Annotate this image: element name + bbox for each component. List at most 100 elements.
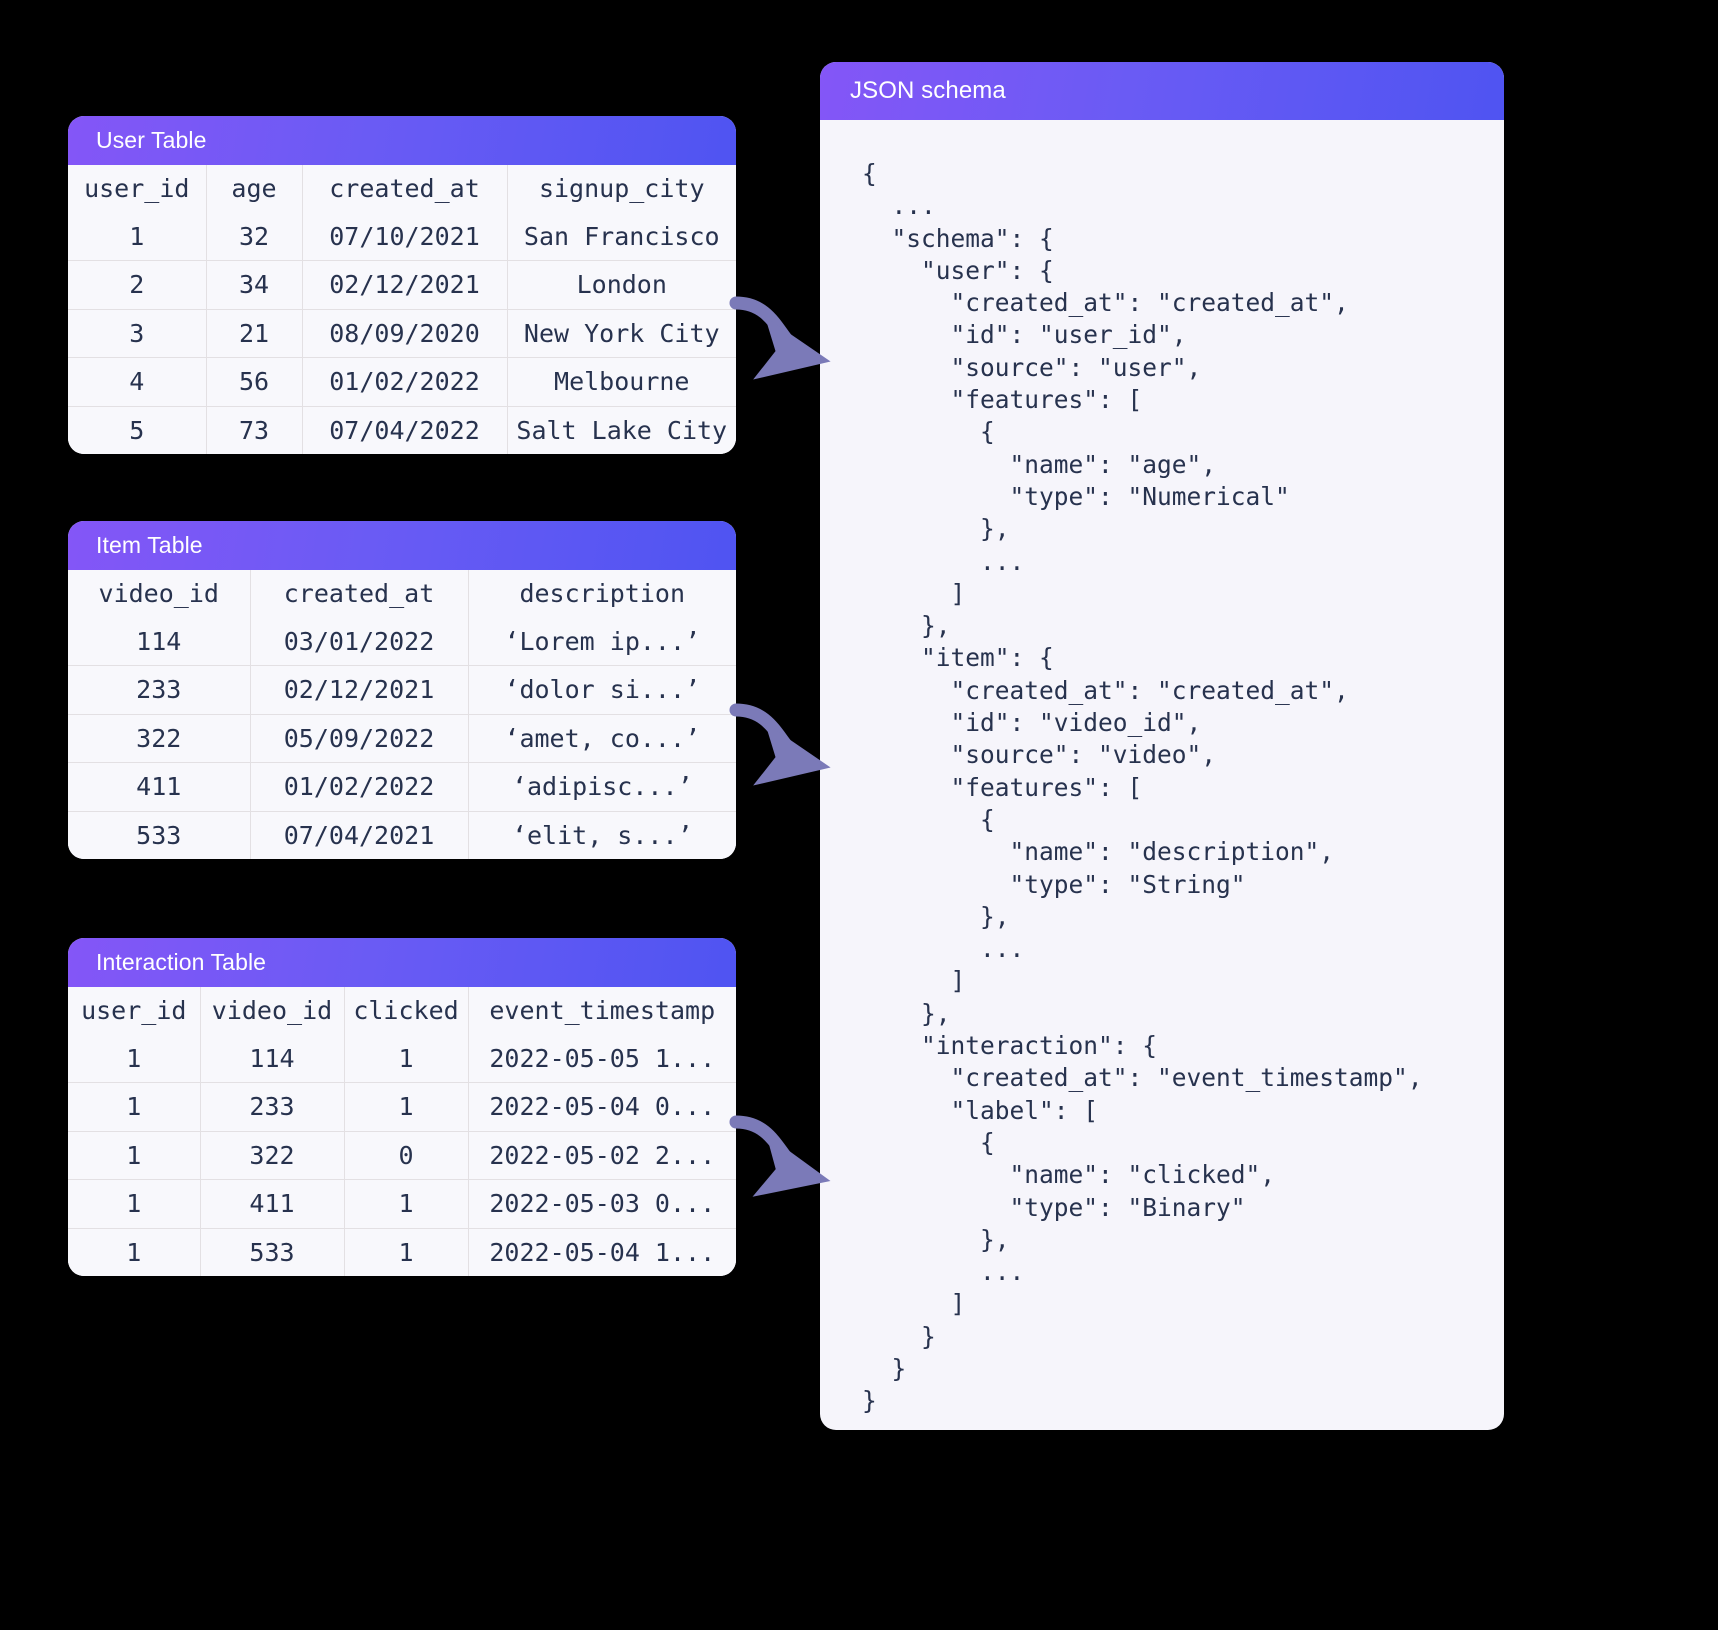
json-schema-card: JSON schema { ... "schema": { "user": { …: [820, 62, 1504, 1430]
column-header-clicked: clicked: [343, 987, 469, 1035]
cell-description: ‘elit, s...’: [467, 811, 736, 859]
interaction-table-card: Interaction Table user_id video_id click…: [68, 938, 736, 1276]
interaction-table: user_id video_id clicked event_timestamp…: [68, 987, 736, 1276]
cell-user-id: 1: [68, 1131, 201, 1180]
cell-user-id: 2: [68, 260, 207, 310]
column-header-description: description: [467, 570, 736, 618]
cell-created-at: 07/04/2022: [301, 406, 508, 454]
cell-signup-city: London: [506, 260, 736, 310]
cell-user-id: 1: [68, 212, 207, 261]
json-schema-code: { ... "schema": { "user": { "created_at"…: [862, 159, 1423, 1416]
cell-video-id: 114: [199, 1034, 345, 1083]
cell-clicked: 1: [343, 1179, 469, 1229]
table-row: 233 02/12/2021 ‘dolor si...’: [68, 665, 736, 715]
cell-created-at: 08/09/2020: [301, 309, 508, 358]
table-header-row: user_id video_id clicked event_timestamp: [68, 987, 736, 1035]
cell-video-id: 233: [68, 665, 251, 715]
cell-user-id: 1: [68, 1228, 201, 1276]
cell-description: ‘dolor si...’: [467, 665, 736, 715]
user-table: user_id age created_at signup_city 1 32 …: [68, 165, 736, 454]
user-table-title: User Table: [96, 127, 207, 153]
cell-video-id: 533: [68, 811, 251, 859]
user-table-card: User Table user_id age created_at signup…: [68, 116, 736, 454]
json-schema-title: JSON schema: [850, 77, 1006, 104]
item-table-card: Item Table video_id created_at descripti…: [68, 521, 736, 859]
cell-signup-city: New York City: [506, 309, 736, 358]
cell-video-id: 233: [199, 1082, 345, 1132]
column-header-user-id: user_id: [68, 165, 207, 213]
cell-created-at: 01/02/2022: [301, 357, 508, 407]
cell-video-id: 322: [199, 1131, 345, 1180]
cell-signup-city: Salt Lake City: [506, 406, 736, 454]
cell-event-timestamp: 2022-05-02 2...: [467, 1131, 736, 1180]
cell-clicked: 1: [343, 1228, 469, 1276]
interaction-table-title: Interaction Table: [96, 949, 267, 975]
cell-created-at: 05/09/2022: [249, 714, 469, 763]
table-row: 1 32 07/10/2021 San Francisco: [68, 212, 736, 261]
item-table: video_id created_at description 114 03/0…: [68, 570, 736, 859]
cell-event-timestamp: 2022-05-03 0...: [467, 1179, 736, 1229]
table-row: 533 07/04/2021 ‘elit, s...’: [68, 811, 736, 859]
column-header-created-at: created_at: [301, 165, 508, 213]
cell-video-id: 533: [199, 1228, 345, 1276]
cell-event-timestamp: 2022-05-04 0...: [467, 1082, 736, 1132]
cell-description: ‘adipisc...’: [467, 762, 736, 812]
cell-created-at: 07/04/2021: [249, 811, 469, 859]
cell-signup-city: San Francisco: [506, 212, 736, 261]
cell-created-at: 02/12/2021: [249, 665, 469, 715]
cell-user-id: 5: [68, 406, 207, 454]
table-row: 1 322 0 2022-05-02 2...: [68, 1131, 736, 1180]
table-row: 322 05/09/2022 ‘amet, co...’: [68, 714, 736, 763]
cell-event-timestamp: 2022-05-05 1...: [467, 1034, 736, 1083]
column-header-signup-city: signup_city: [506, 165, 736, 213]
column-header-created-at: created_at: [249, 570, 469, 618]
cell-user-id: 4: [68, 357, 207, 407]
column-header-video-id: video_id: [199, 987, 345, 1035]
cell-created-at: 02/12/2021: [301, 260, 508, 310]
table-row: 1 233 1 2022-05-04 0...: [68, 1082, 736, 1132]
cell-video-id: 411: [199, 1179, 345, 1229]
cell-user-id: 3: [68, 309, 207, 358]
cell-signup-city: Melbourne: [506, 357, 736, 407]
cell-video-id: 322: [68, 714, 251, 763]
cell-created-at: 03/01/2022: [249, 617, 469, 666]
interaction-table-header: Interaction Table: [68, 938, 736, 987]
table-row: 4 56 01/02/2022 Melbourne: [68, 357, 736, 407]
table-header-row: user_id age created_at signup_city: [68, 165, 736, 213]
cell-user-id: 1: [68, 1034, 201, 1083]
arrow-item-to-schema: [729, 703, 831, 786]
cell-user-id: 1: [68, 1179, 201, 1229]
column-header-user-id: user_id: [68, 987, 201, 1035]
table-header-row: video_id created_at description: [68, 570, 736, 618]
cell-description: ‘amet, co...’: [467, 714, 736, 763]
table-row: 1 411 1 2022-05-03 0...: [68, 1179, 736, 1229]
cell-age: 21: [205, 309, 303, 358]
table-row: 411 01/02/2022 ‘adipisc...’: [68, 762, 736, 812]
table-row: 5 73 07/04/2022 Salt Lake City: [68, 406, 736, 454]
cell-user-id: 1: [68, 1082, 201, 1132]
cell-clicked: 1: [343, 1082, 469, 1132]
cell-age: 32: [205, 212, 303, 261]
table-row: 3 21 08/09/2020 New York City: [68, 309, 736, 358]
cell-video-id: 411: [68, 762, 251, 812]
column-header-age: age: [205, 165, 303, 213]
cell-description: ‘Lorem ip...’: [467, 617, 736, 666]
cell-created-at: 07/10/2021: [301, 212, 508, 261]
cell-age: 73: [205, 406, 303, 454]
cell-event-timestamp: 2022-05-04 1...: [467, 1228, 736, 1276]
cell-created-at: 01/02/2022: [249, 762, 469, 812]
cell-age: 34: [205, 260, 303, 310]
cell-video-id: 114: [68, 617, 251, 666]
column-header-event-timestamp: event_timestamp: [467, 987, 736, 1035]
table-row: 1 533 1 2022-05-04 1...: [68, 1228, 736, 1276]
cell-age: 56: [205, 357, 303, 407]
item-table-title: Item Table: [96, 532, 203, 558]
cell-clicked: 1: [343, 1034, 469, 1083]
cell-clicked: 0: [343, 1131, 469, 1180]
column-header-video-id: video_id: [68, 570, 251, 618]
json-schema-header: JSON schema: [820, 62, 1504, 120]
user-table-header: User Table: [68, 116, 736, 165]
table-row: 2 34 02/12/2021 London: [68, 260, 736, 310]
arrow-interaction-to-schema: [729, 1115, 831, 1197]
